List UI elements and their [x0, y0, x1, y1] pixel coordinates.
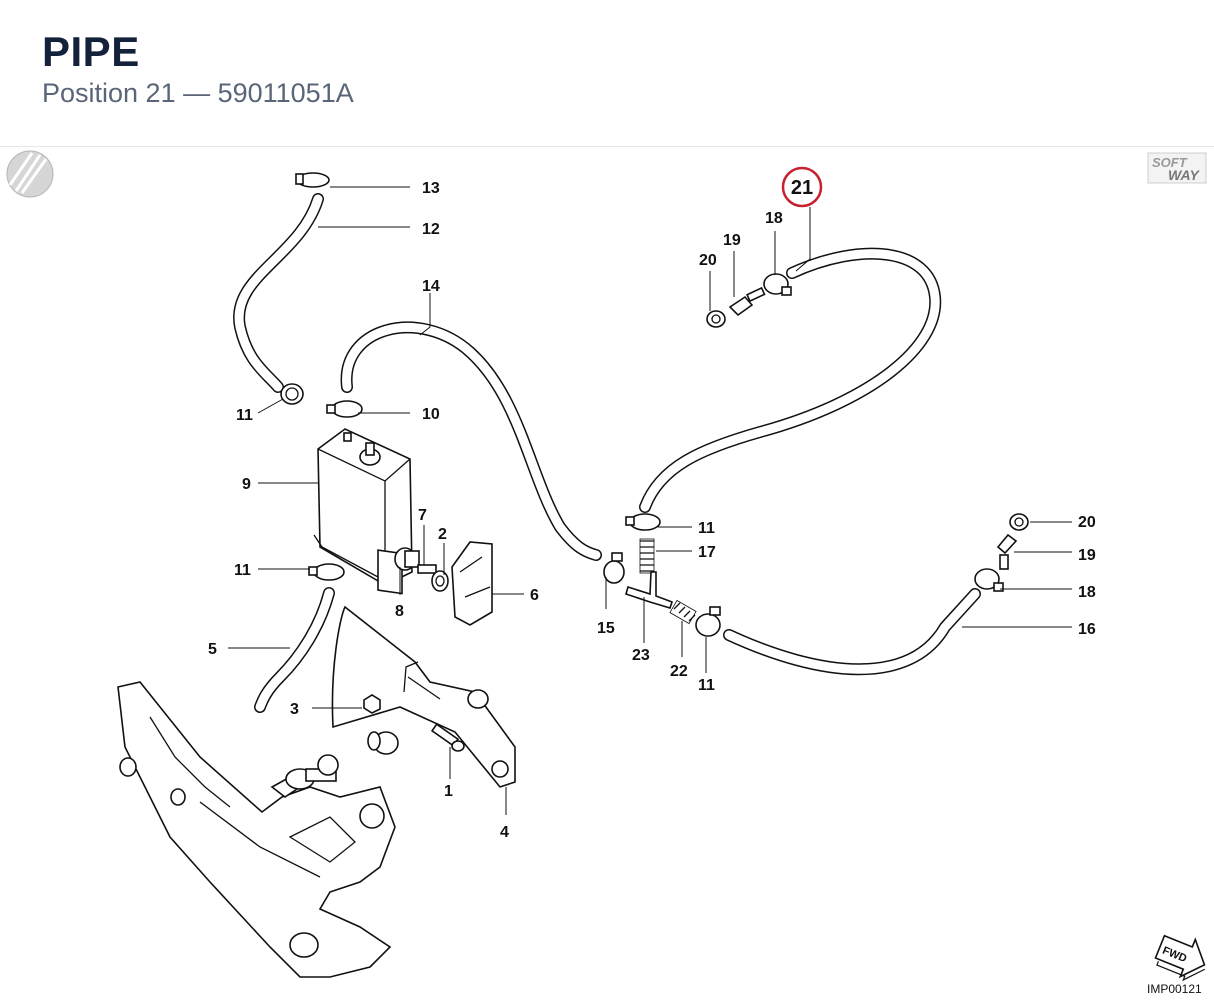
- label-5[interactable]: 5: [208, 641, 217, 658]
- label-20-right[interactable]: 20: [1078, 514, 1096, 531]
- clamp-18-top[interactable]: [763, 273, 792, 296]
- label-11-mid-upper[interactable]: 11: [698, 520, 715, 537]
- brand-circle-icon: [6, 150, 54, 198]
- label-7[interactable]: 7: [418, 507, 427, 524]
- bracket-6[interactable]: [451, 541, 493, 626]
- fitting-7[interactable]: [417, 564, 437, 574]
- leader-lines: [228, 186, 1072, 815]
- label-22[interactable]: 22: [670, 663, 688, 680]
- fitting-8[interactable]: [394, 547, 420, 571]
- fwd-arrow-icon: FWD: [1154, 934, 1206, 982]
- label-11-left-upper[interactable]: 11: [236, 407, 253, 424]
- page-title: PIPE: [42, 28, 140, 75]
- label-11-mid-lower[interactable]: 11: [698, 677, 715, 694]
- hose-16[interactable]: [723, 588, 981, 676]
- hose-14[interactable]: [340, 321, 602, 561]
- label-9[interactable]: 9: [242, 476, 251, 493]
- clamp-11-mid-upper[interactable]: [625, 513, 661, 531]
- footrest-frame: [117, 681, 396, 978]
- label-17[interactable]: 17: [698, 544, 716, 561]
- spring-17[interactable]: [639, 538, 655, 574]
- label-8[interactable]: 8: [395, 603, 404, 620]
- label-19-top[interactable]: 19: [723, 232, 741, 249]
- softway-logo: SOFT WAY: [1147, 152, 1207, 184]
- label-6[interactable]: 6: [530, 587, 539, 604]
- label-16[interactable]: 16: [1078, 621, 1096, 638]
- hose-21[interactable]: [639, 247, 942, 513]
- label-18-top[interactable]: 18: [765, 210, 783, 227]
- clamp-11-left-upper[interactable]: [280, 383, 304, 405]
- washer-20-right[interactable]: [1009, 513, 1029, 531]
- clamp-18-right[interactable]: [974, 568, 1004, 592]
- grommet-2[interactable]: [431, 570, 449, 592]
- label-21: 21: [791, 177, 813, 199]
- bolt-1[interactable]: [430, 723, 465, 752]
- clamp-11-left-lower[interactable]: [308, 563, 345, 581]
- grommet-lower: [367, 731, 399, 755]
- clamp-15[interactable]: [603, 552, 625, 584]
- nozzle-19-top[interactable]: [728, 286, 766, 317]
- label-3[interactable]: 3: [290, 701, 299, 718]
- t-connector-23[interactable]: [625, 571, 674, 609]
- clamp-13[interactable]: [295, 172, 330, 188]
- logo-line1: SOFT: [1152, 155, 1188, 170]
- label-23[interactable]: 23: [632, 647, 650, 664]
- label-10[interactable]: 10: [422, 406, 440, 423]
- label-15[interactable]: 15: [597, 620, 615, 637]
- label-1[interactable]: 1: [444, 783, 453, 800]
- page-header: PIPE Position 21 — 59011051A: [0, 0, 1214, 147]
- washer-20-top[interactable]: [706, 310, 726, 328]
- label-20-top[interactable]: 20: [699, 252, 717, 269]
- hose-12[interactable]: [233, 193, 324, 393]
- highlight-circle: [781, 166, 823, 208]
- label-2[interactable]: 2: [438, 526, 447, 543]
- highlight-position-21[interactable]: 21: [781, 166, 823, 208]
- label-11-left-lower[interactable]: 11: [234, 562, 251, 579]
- hose-5[interactable]: [254, 587, 335, 713]
- clamp-10[interactable]: [326, 400, 363, 418]
- label-12[interactable]: 12: [422, 221, 440, 238]
- label-14[interactable]: 14: [422, 278, 440, 295]
- label-19-right[interactable]: 19: [1078, 547, 1096, 564]
- parts-diagram: SOFT WAY: [6, 150, 1207, 996]
- bracket-4[interactable]: [331, 605, 516, 788]
- page-subtitle: Position 21 — 59011051A: [42, 78, 354, 108]
- nozzle-19-right[interactable]: [996, 533, 1018, 570]
- label-18-right[interactable]: 18: [1078, 584, 1096, 601]
- clamp-11-mid-lower[interactable]: [695, 606, 721, 637]
- spring-22[interactable]: [669, 599, 697, 625]
- label-4[interactable]: 4: [500, 824, 509, 841]
- logo-line2: WAY: [1168, 167, 1201, 183]
- nut-3[interactable]: [363, 694, 381, 714]
- image-code: IMP00121: [1147, 982, 1202, 996]
- label-13[interactable]: 13: [422, 180, 440, 197]
- part-labels: 13 12 14 11 10 9 7 2 11 8 6 5 3 1 4 15 2…: [208, 180, 1096, 841]
